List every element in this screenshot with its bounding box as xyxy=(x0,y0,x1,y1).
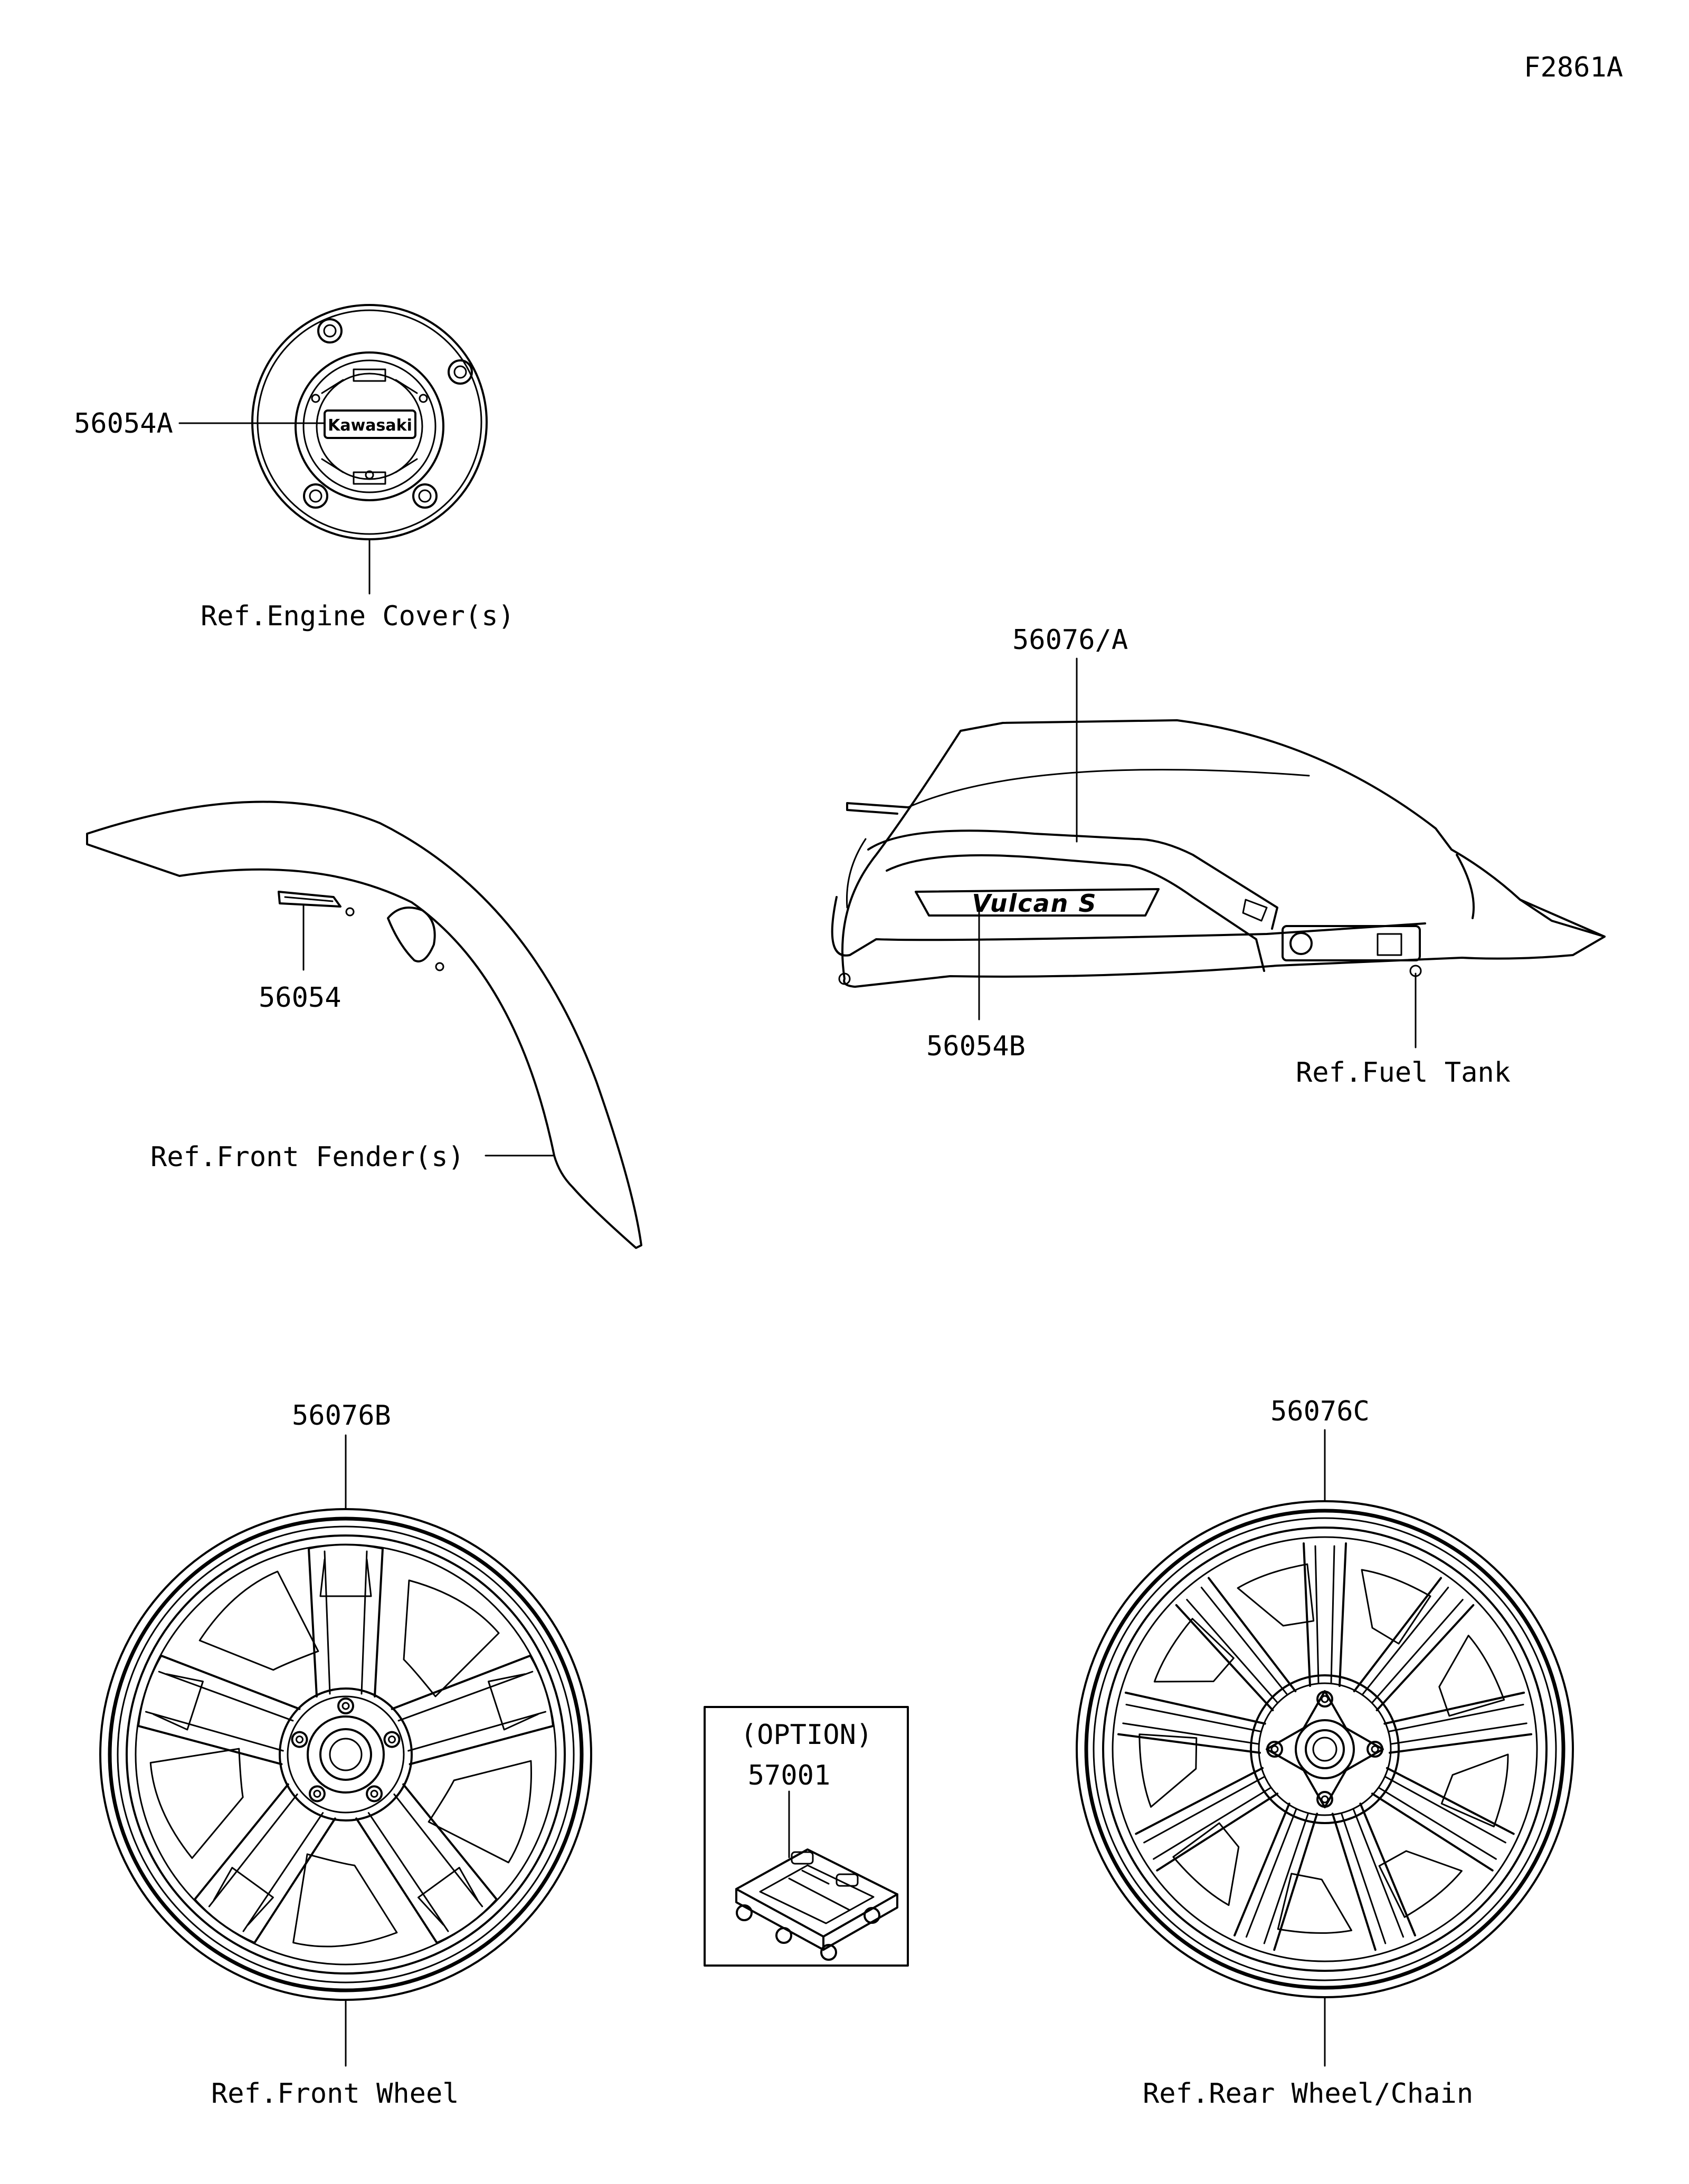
ref-engine-cover: Ref.Engine Cover(s) xyxy=(201,600,515,632)
rear-wheel-drawing xyxy=(1076,1500,1574,1998)
callout-56054: 56054 xyxy=(259,982,341,1014)
ref-fuel-tank: Ref.Fuel Tank xyxy=(1296,1057,1511,1089)
front-fender-drawing xyxy=(86,800,642,1249)
callout-56076-A: 56076/A xyxy=(1012,624,1128,656)
callout-56076C: 56076C xyxy=(1270,1396,1370,1427)
option-label: (OPTION) xyxy=(741,1719,872,1751)
kawasaki-logo: Kawasaki xyxy=(328,416,412,435)
option-box: (OPTION) 57001 xyxy=(704,1706,909,1967)
ref-rear-wheel-chain: Ref.Rear Wheel/Chain xyxy=(1143,2078,1473,2110)
vulcan-s-logo: Vulcan S xyxy=(972,889,1097,918)
ref-front-fender: Ref.Front Fender(s) xyxy=(150,1141,464,1173)
callout-57001: 57001 xyxy=(748,1760,831,1791)
figure-code: F2861A xyxy=(1524,52,1623,83)
front-wheel-drawing xyxy=(99,1508,592,2001)
callout-56054A: 56054A xyxy=(74,408,173,440)
fuel-tank-drawing: Vulcan S xyxy=(831,719,1606,988)
ref-front-wheel: Ref.Front Wheel xyxy=(211,2078,459,2110)
option-part-57001 xyxy=(735,1848,898,1961)
engine-cover-bolts xyxy=(303,318,473,509)
callout-56076B: 56076B xyxy=(292,1400,391,1432)
callout-56054B: 56054B xyxy=(926,1031,1026,1062)
engine-cover-drawing: Kawasaki xyxy=(251,304,488,540)
